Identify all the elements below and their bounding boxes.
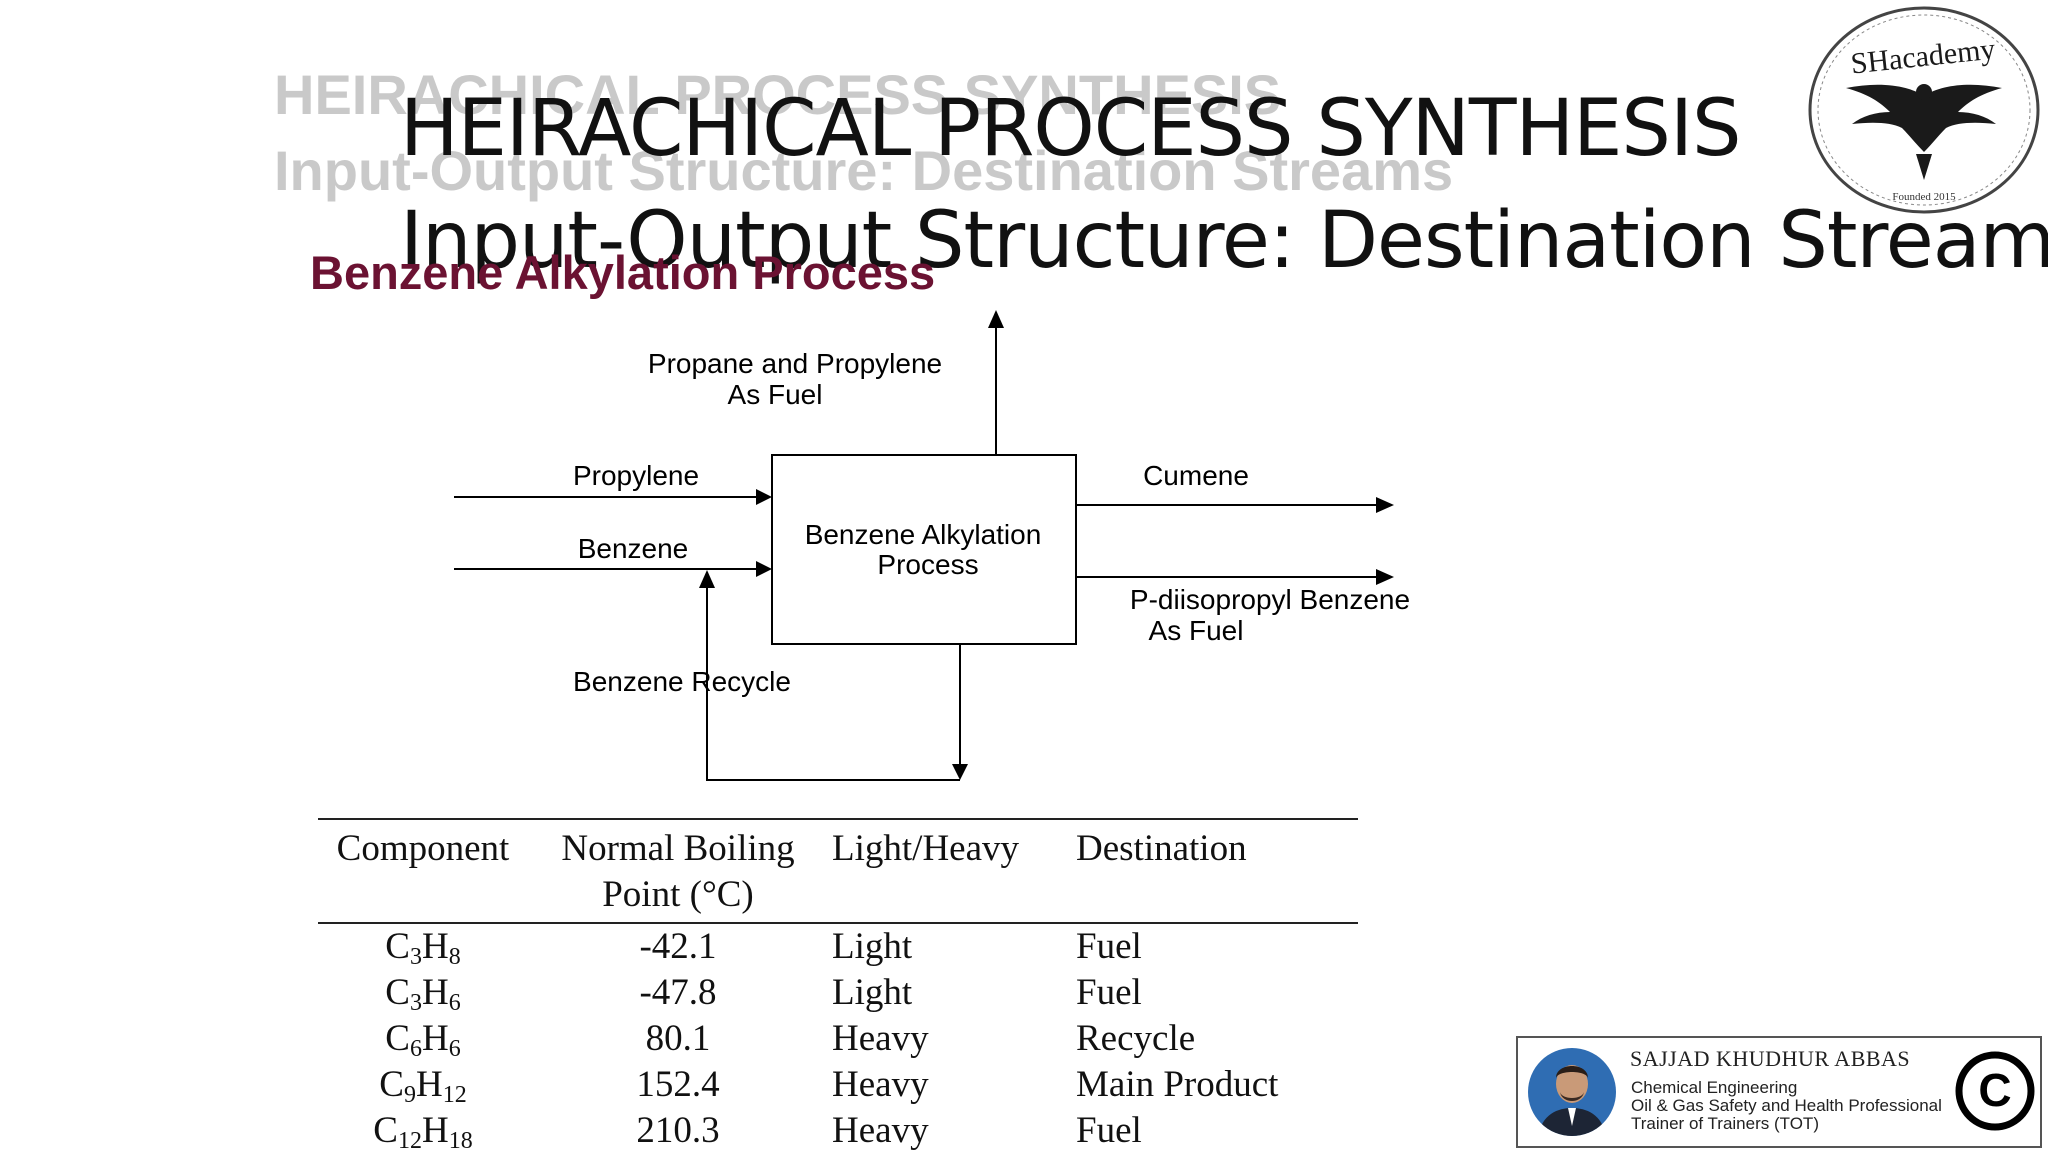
light-heavy: Heavy [832,1064,929,1105]
logo-founded: Founded 2015 [1892,191,1956,203]
propylene-label: Propylene [573,460,699,491]
component-formula: C6H6 [385,1018,461,1062]
destination: Fuel [1076,1110,1142,1151]
component-formula: C3H8 [385,926,461,970]
table-row: C9H12 152.4 Heavy Main Product [318,1062,1358,1108]
header-boiling-point: Normal Boiling Point (°C) [528,818,828,924]
author-title-line3: Trainer of Trainers (TOT) [1631,1114,1819,1133]
header-boiling-line1: Normal Boiling [561,828,795,869]
component-table: Component Normal Boiling Point (°C) Ligh… [318,818,1358,1154]
process-box-label-line1: Benzene Alkylation [805,519,1042,550]
ghost-title: HEIRACHICAL PROCESS SYNTHESIS [274,63,1282,126]
author-title-line1: Chemical Engineering [1631,1078,1798,1097]
boiling-point: 210.3 [636,1110,720,1151]
destination: Fuel [1076,972,1142,1013]
eagle-emblem-icon [1846,84,2002,180]
destination: Recycle [1076,1018,1196,1059]
light-heavy: Heavy [832,1018,929,1059]
benzene-input-arrow [454,561,772,577]
pdiisopropyl-label-line2: As Fuel [1149,615,1244,646]
table-row: C3H8 -42.1 Light Fuel [318,923,1358,970]
top-output-label-line1: Propane and Propylene [648,348,942,379]
component-formula: C12H18 [373,1110,473,1154]
benzene-label: Benzene [578,533,689,564]
boiling-point: -42.1 [639,926,717,967]
light-heavy: Light [832,972,913,1013]
top-output-label-line2: As Fuel [728,379,823,410]
destination: Fuel [1076,926,1142,967]
light-heavy: Heavy [832,1110,929,1151]
table-row: C12H18 210.3 Heavy Fuel [318,1108,1358,1154]
process-heading: Benzene Alkylation Process [310,246,936,299]
light-heavy: Light [832,926,913,967]
person-avatar-icon [1528,1048,1616,1136]
table-header-row: Component Normal Boiling Point (°C) Ligh… [318,818,1358,924]
slide-title: HEIRACHICAL PROCESS SYNTHESIS [400,84,1741,174]
destination: Main Product [1076,1064,1279,1105]
table-row: C3H6 -47.8 Light Fuel [318,970,1358,1016]
pdiisopropyl-label-line1: P-diisopropyl Benzene [1130,584,1410,615]
recycle-label: Benzene Recycle [573,666,791,697]
header-boiling-line2: Point (°C) [602,874,754,915]
cumene-label: Cumene [1143,460,1249,491]
svg-text:C: C [1978,1064,2011,1116]
component-formula: C9H12 [379,1064,467,1108]
slide-subtitle: Input-Output Structure: Destination Stre… [400,196,2048,286]
top-output-arrow [988,310,1004,455]
author-name: SAJJAD KHUDHUR ABBAS [1630,1046,1911,1071]
header-light-heavy: Light/Heavy [828,818,1072,924]
table-row: C6H6 80.1 Heavy Recycle [318,1016,1358,1062]
ghost-subtitle: Input-Output Structure: Destination Stre… [274,139,1454,202]
process-box [771,454,1077,645]
author-card: SAJJAD KHUDHUR ABBAS Chemical Engineerin… [1516,1036,2042,1148]
header-component: Component [318,818,528,924]
benzene-recycle-loop [699,570,968,781]
author-title-line2: Oil & Gas Safety and Health Professional [1631,1096,1942,1115]
cumene-output-arrow [1076,497,1394,513]
process-box-label-line2: Process [877,549,978,580]
academy-logo: SHacademy Founded 2015 [1808,6,2040,214]
copyright-icon: C [1955,1051,2035,1131]
pdiisopropyl-output-arrow [1076,569,1394,585]
component-formula: C3H6 [385,972,461,1016]
boiling-point: 152.4 [636,1064,720,1105]
boiling-point: 80.1 [645,1018,711,1059]
header-destination: Destination [1072,818,1358,924]
boiling-point: -47.8 [639,972,717,1013]
propylene-input-arrow [454,489,772,505]
